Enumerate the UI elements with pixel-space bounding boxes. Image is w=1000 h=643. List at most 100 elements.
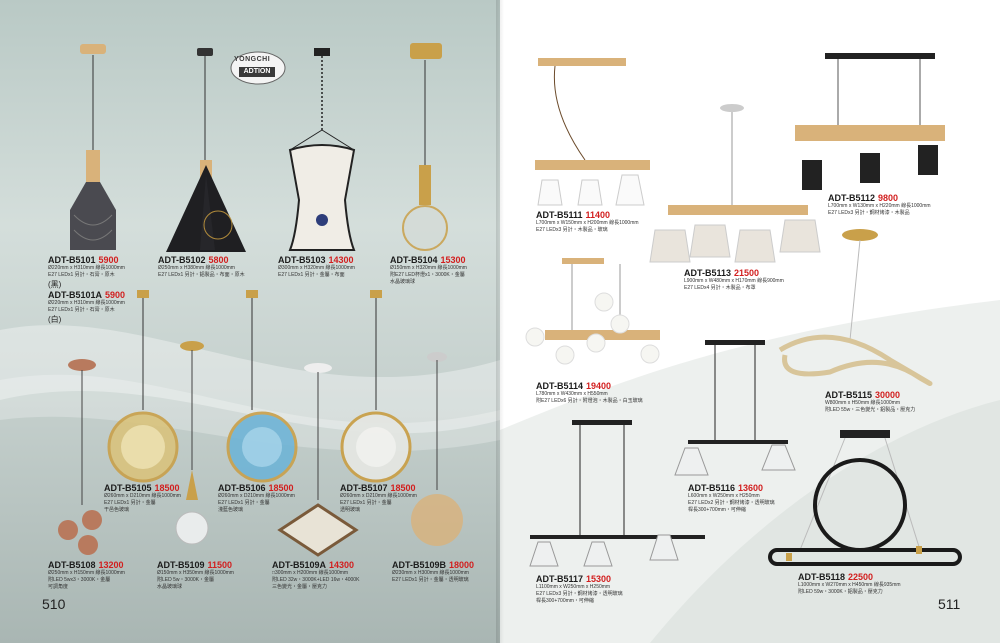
product-code: ADT-B5113 <box>684 268 732 278</box>
product-spec: L700mm x W130mm x H220mm 線長1000mm <box>828 203 931 209</box>
product-spec: 附LED 5wx3・3000K・金屬 <box>48 577 111 583</box>
product-spec: 水晶玻璃球 <box>157 584 183 590</box>
product-spec: L600mm x W250mm x H250mm <box>688 493 760 499</box>
product-spec: Ø260mm x D210mm 線長1000mm <box>340 493 417 499</box>
lamp-b5101-image <box>58 43 463 557</box>
product-spec: E27 LEDx1 另計・金屬・布面 <box>278 272 345 278</box>
product-spec: E27 LEDx4 另計・木製品・布罩 <box>684 285 756 291</box>
product-code: ADT-B5104 <box>390 255 438 265</box>
product-spec: 淺藍色玻璃 <box>218 507 244 513</box>
product-spec: 可調角度 <box>48 584 69 590</box>
product-spec: E27 LEDx1 另計・金屬 <box>104 500 156 506</box>
product-price: 18500 <box>154 483 180 493</box>
product-code: ADT-B5102 <box>158 255 206 265</box>
product-code: ADT-B5117 <box>536 574 584 584</box>
product-spec: W800mm x H50mm 線長1000mm <box>825 400 901 406</box>
product-code: ADT-B5108 <box>48 560 96 570</box>
product-price: 15300 <box>586 574 612 584</box>
product-code: ADT-B5107 <box>340 483 388 493</box>
product-spec: L1000mm x W270mm x H450mm 線長935mm <box>798 582 901 588</box>
left-page: YONGCHI ADTION <box>0 0 500 643</box>
product-code: ADT-B5111 <box>536 210 583 220</box>
product-spec: Ø220mm x H310mm 線長1000mm <box>48 265 125 271</box>
product-spec: E27 LEDx3 另計・鋼材烤漆・木製品 <box>828 210 910 216</box>
product-spec: Ø150mm x H350mm 線長1000mm <box>157 570 234 576</box>
page-number-right: 511 <box>938 596 961 612</box>
product-spec: 桿長300+700mm・可伸縮 <box>688 507 746 513</box>
product-code: ADT-B5101 <box>48 255 96 265</box>
product-price: 18000 <box>449 560 475 570</box>
product-price: 30000 <box>875 390 901 400</box>
product-price: 5900 <box>105 290 126 300</box>
product-spec: 干邑色玻璃 <box>104 507 130 513</box>
product-spec: 附LED 5w・3000K・金屬 <box>157 577 214 583</box>
product-price: 18500 <box>390 483 416 493</box>
product-code: ADT-B5101A <box>48 290 103 300</box>
product-code: ADT-B5118 <box>798 572 846 582</box>
brand-logo: YONGCHI ADTION <box>230 50 290 90</box>
product-spec: Ø230mm x H300mm 線長1000mm <box>392 570 469 576</box>
product-spec: E27 LEDx1 另計・金屬・透明玻璃 <box>392 577 469 583</box>
product-price: 13200 <box>98 560 124 570</box>
product-code: ADT-B5109B <box>392 560 447 570</box>
product-spec: Ø260mm x D210mm 線長1000mm <box>104 493 181 499</box>
product-code: ADT-B5106 <box>218 483 266 493</box>
product-price: 14300 <box>329 560 355 570</box>
background-swoosh-right <box>500 300 1000 643</box>
product-code: ADT-B5109 <box>157 560 205 570</box>
product-code: ADT-B5105 <box>104 483 152 493</box>
product-spec: 附LED 59w・3000K・鋁製品・壓克力 <box>798 589 883 595</box>
product-spec: Ø300mm x H320mm 線長1000mm <box>278 265 355 271</box>
product-spec: E27 LEDx1 另計・金屬 <box>340 500 392 506</box>
product-price: 9800 <box>878 193 899 203</box>
logo-text-bottom: ADTION <box>239 67 275 77</box>
product-code: ADT-B5115 <box>825 390 873 400</box>
product-spec: E27 LEDx3 另計・鋼材烤漆・透明玻璃 <box>536 591 623 597</box>
page-gutter <box>496 0 504 643</box>
product-spec: 三色變光・金屬・壓克力 <box>272 584 328 590</box>
product-price: 22500 <box>848 572 874 582</box>
product-spec: □300mm x H200mm 線長1000mm <box>272 570 349 576</box>
product-price: 21500 <box>734 268 760 278</box>
product-spec: L900mm x W480mm x H170mm 線長900mm <box>684 278 784 284</box>
product-spec: 附E27 LEDx6 另計・附燈泡・木製品・白玉玻璃 <box>536 398 643 404</box>
product-spec: L1100mm x W250mm x H250mm <box>536 584 611 590</box>
product-spec: 附LED 55w・三色變光・鋁製品・壓克力 <box>825 407 916 413</box>
product-spec: Ø220mm x H310mm 線長1000mm <box>48 300 125 306</box>
product-spec: L700mm x W150mm x H200mm 線長1000mm <box>536 220 639 226</box>
product-spec: Ø250mm x H380mm 線長1000mm <box>158 265 235 271</box>
product-spec: E27 LEDx1 另計・石膏・原木 <box>48 272 115 278</box>
product-spec: 透明玻璃 <box>340 507 361 513</box>
product-price: 14300 <box>328 255 354 265</box>
product-price: 11500 <box>207 560 233 570</box>
product-variant: (白) <box>48 315 62 324</box>
product-price: 19400 <box>586 381 612 391</box>
product-price: 18500 <box>268 483 294 493</box>
product-price: 11400 <box>585 210 611 220</box>
product-spec: 桿長300+700mm・可伸縮 <box>536 598 594 604</box>
product-variant: (黑) <box>48 280 62 289</box>
product-price: 5900 <box>98 255 119 265</box>
page-number-left: 510 <box>42 596 66 612</box>
product-spec: 附E27 LED杯燈x1・3000K・金屬 <box>390 272 465 278</box>
